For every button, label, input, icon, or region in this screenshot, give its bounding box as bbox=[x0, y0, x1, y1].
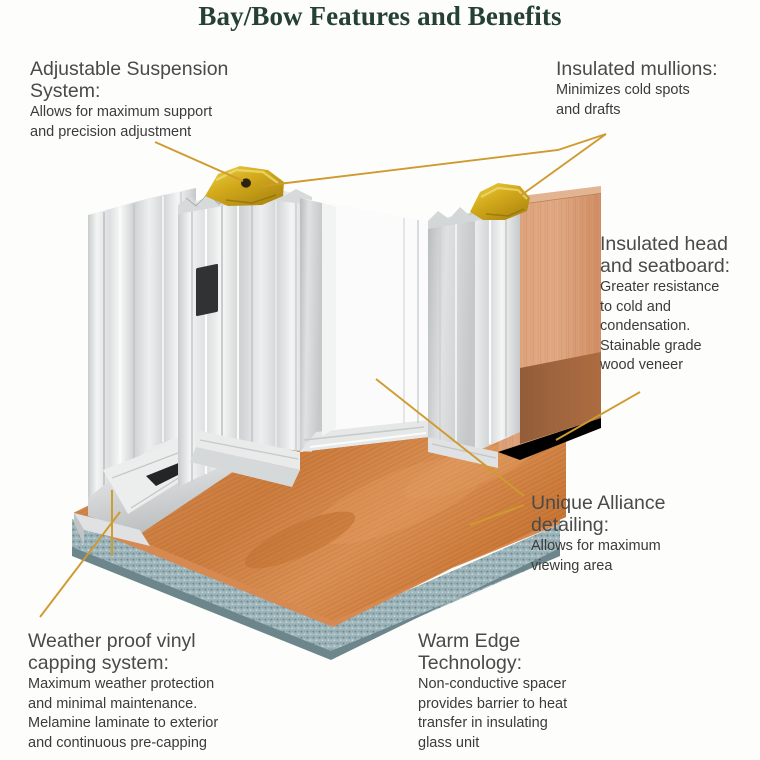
callout-heading: Warm Edge Technology: bbox=[418, 630, 523, 674]
callout-heading: Unique Alliance detailing: bbox=[531, 492, 666, 536]
callout-insulated-head-seatboard: Insulated head and seatboard: Greater re… bbox=[600, 233, 758, 376]
callout-body: Maximum weather protection and minimal m… bbox=[28, 676, 219, 751]
vinyl-mullion-left bbox=[178, 186, 312, 487]
callout-body: Greater resistance to cold and condensat… bbox=[600, 279, 720, 373]
callout-body: Allows for maximum support and precision… bbox=[30, 104, 213, 140]
callout-body: Minimizes cold spots and drafts bbox=[556, 82, 690, 118]
callout-body: Allows for maximum viewing area bbox=[531, 538, 661, 574]
insulation-cap-left bbox=[205, 166, 284, 206]
callout-heading: Insulated mullions: bbox=[556, 58, 718, 80]
callout-body: Non-conductive spacer provides barrier t… bbox=[418, 676, 568, 751]
page-title: Bay/Bow Features and Benefits bbox=[198, 1, 562, 31]
callout-heading: Insulated head and seatboard: bbox=[600, 233, 731, 277]
callout-adjustable-suspension: Adjustable Suspension System: Allows for… bbox=[30, 58, 300, 142]
vinyl-mullion-right bbox=[428, 201, 520, 452]
callout-warm-edge-technology: Warm Edge Technology: Non-conductive spa… bbox=[418, 630, 643, 753]
callout-heading: Weather proof vinyl capping system: bbox=[28, 630, 196, 674]
callout-unique-alliance-detailing: Unique Alliance detailing: Allows for ma… bbox=[531, 492, 741, 576]
callout-insulated-mullions: Insulated mullions: Minimizes cold spots… bbox=[556, 58, 756, 120]
callout-heading: Adjustable Suspension System: bbox=[30, 58, 229, 102]
callout-weather-proof-vinyl-capping: Weather proof vinyl capping system: Maxi… bbox=[28, 630, 328, 753]
